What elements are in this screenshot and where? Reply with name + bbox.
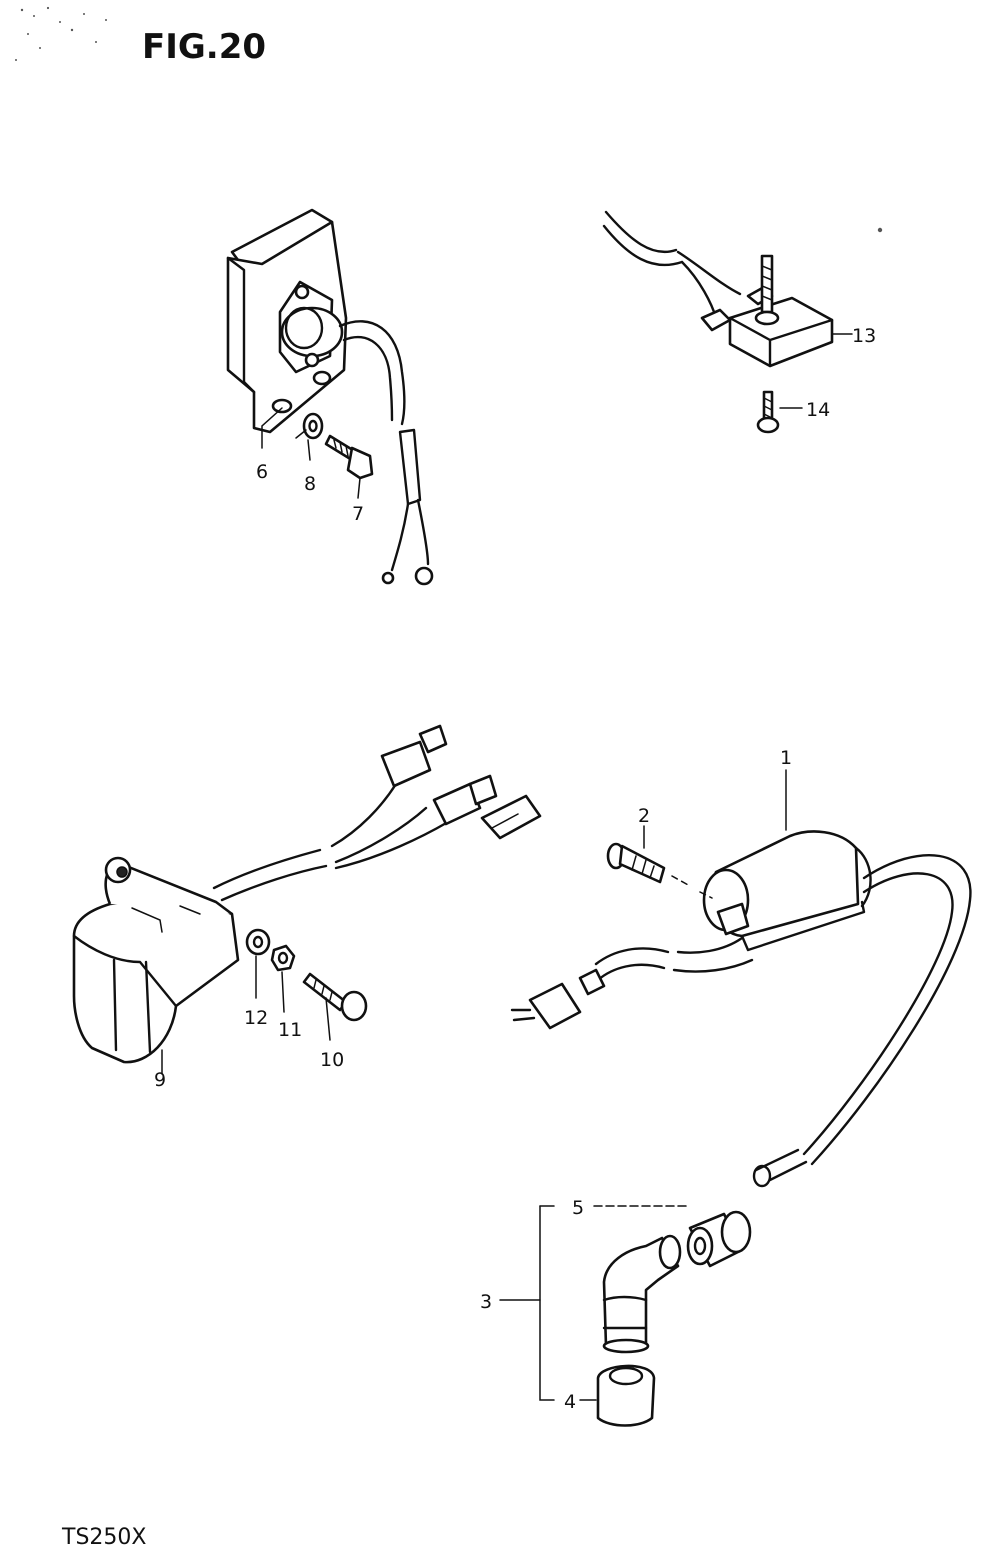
callout-4: 4 bbox=[564, 1391, 576, 1413]
callout-6: 6 bbox=[256, 461, 268, 483]
cdi-assembly bbox=[72, 724, 542, 1075]
figure-title: FIG.20 bbox=[142, 27, 266, 67]
callout-12: 12 bbox=[244, 1007, 268, 1029]
ignition-coil-assembly bbox=[510, 769, 972, 1188]
callout-3: 3 bbox=[480, 1291, 492, 1313]
condenser-assembly bbox=[602, 210, 853, 434]
scan-noise bbox=[15, 6, 883, 233]
callout-7: 7 bbox=[352, 503, 364, 525]
callout-8: 8 bbox=[304, 473, 316, 495]
rectifier-assembly bbox=[226, 208, 434, 586]
callout-11: 11 bbox=[278, 1019, 302, 1041]
callout-2: 2 bbox=[638, 805, 650, 827]
plug-cap-assembly bbox=[499, 1205, 752, 1427]
callout-10: 10 bbox=[320, 1049, 344, 1071]
callout-9: 9 bbox=[154, 1069, 166, 1091]
model-label: TS250X bbox=[61, 1525, 146, 1550]
callout-1: 1 bbox=[780, 747, 792, 769]
callout-5: 5 bbox=[572, 1197, 584, 1219]
callout-13: 13 bbox=[852, 325, 876, 347]
callout-14: 14 bbox=[806, 399, 830, 421]
